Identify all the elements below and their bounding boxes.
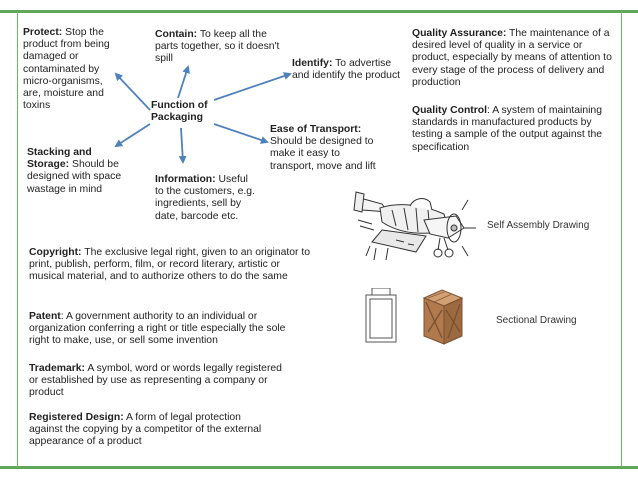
arrow-transport	[213, 123, 269, 144]
trademark-text: Trademark: A symbol, word or words legal…	[29, 363, 282, 399]
patent-text: Patent: A government authority to an ind…	[29, 311, 286, 347]
arrow-identify	[213, 72, 292, 101]
arrow-contain	[177, 65, 190, 99]
identify-text: Identify: To advertise and identify the …	[292, 58, 401, 82]
registered-design-text: Registered Design: A form of legal prote…	[29, 412, 262, 448]
top-border	[0, 10, 638, 13]
contain-text: Contain: To keep all the parts together,…	[155, 29, 280, 65]
arrow-protect	[114, 72, 151, 111]
stacking-text: Stacking and Storage: Should be designed…	[27, 147, 122, 195]
airplane-drawing	[353, 191, 476, 261]
copyright-text: Copyright: The exclusive legal right, gi…	[29, 247, 311, 283]
transport-text: Ease of Transport: Should be designed to…	[270, 124, 376, 172]
arrow-information	[178, 127, 187, 164]
crate-icon	[422, 289, 464, 345]
center-node: Function of Packaging	[151, 100, 208, 124]
protect-text: Protect: Stop the product from being dam…	[23, 27, 110, 112]
bottom-border	[0, 466, 638, 469]
sectional-drawing	[365, 288, 464, 345]
quality-control-text: Quality Control: A system of maintaining…	[412, 105, 603, 153]
information-text: Information: Useful to the customers, e.…	[155, 174, 255, 222]
left-border	[17, 12, 18, 467]
right-border	[621, 12, 622, 467]
arrow-stacking	[114, 123, 151, 148]
quality-assurance-text: Quality Assurance: The maintenance of a …	[412, 28, 612, 88]
self-assembly-caption: Self Assembly Drawing	[487, 220, 590, 231]
sectional-caption: Sectional Drawing	[496, 315, 577, 326]
